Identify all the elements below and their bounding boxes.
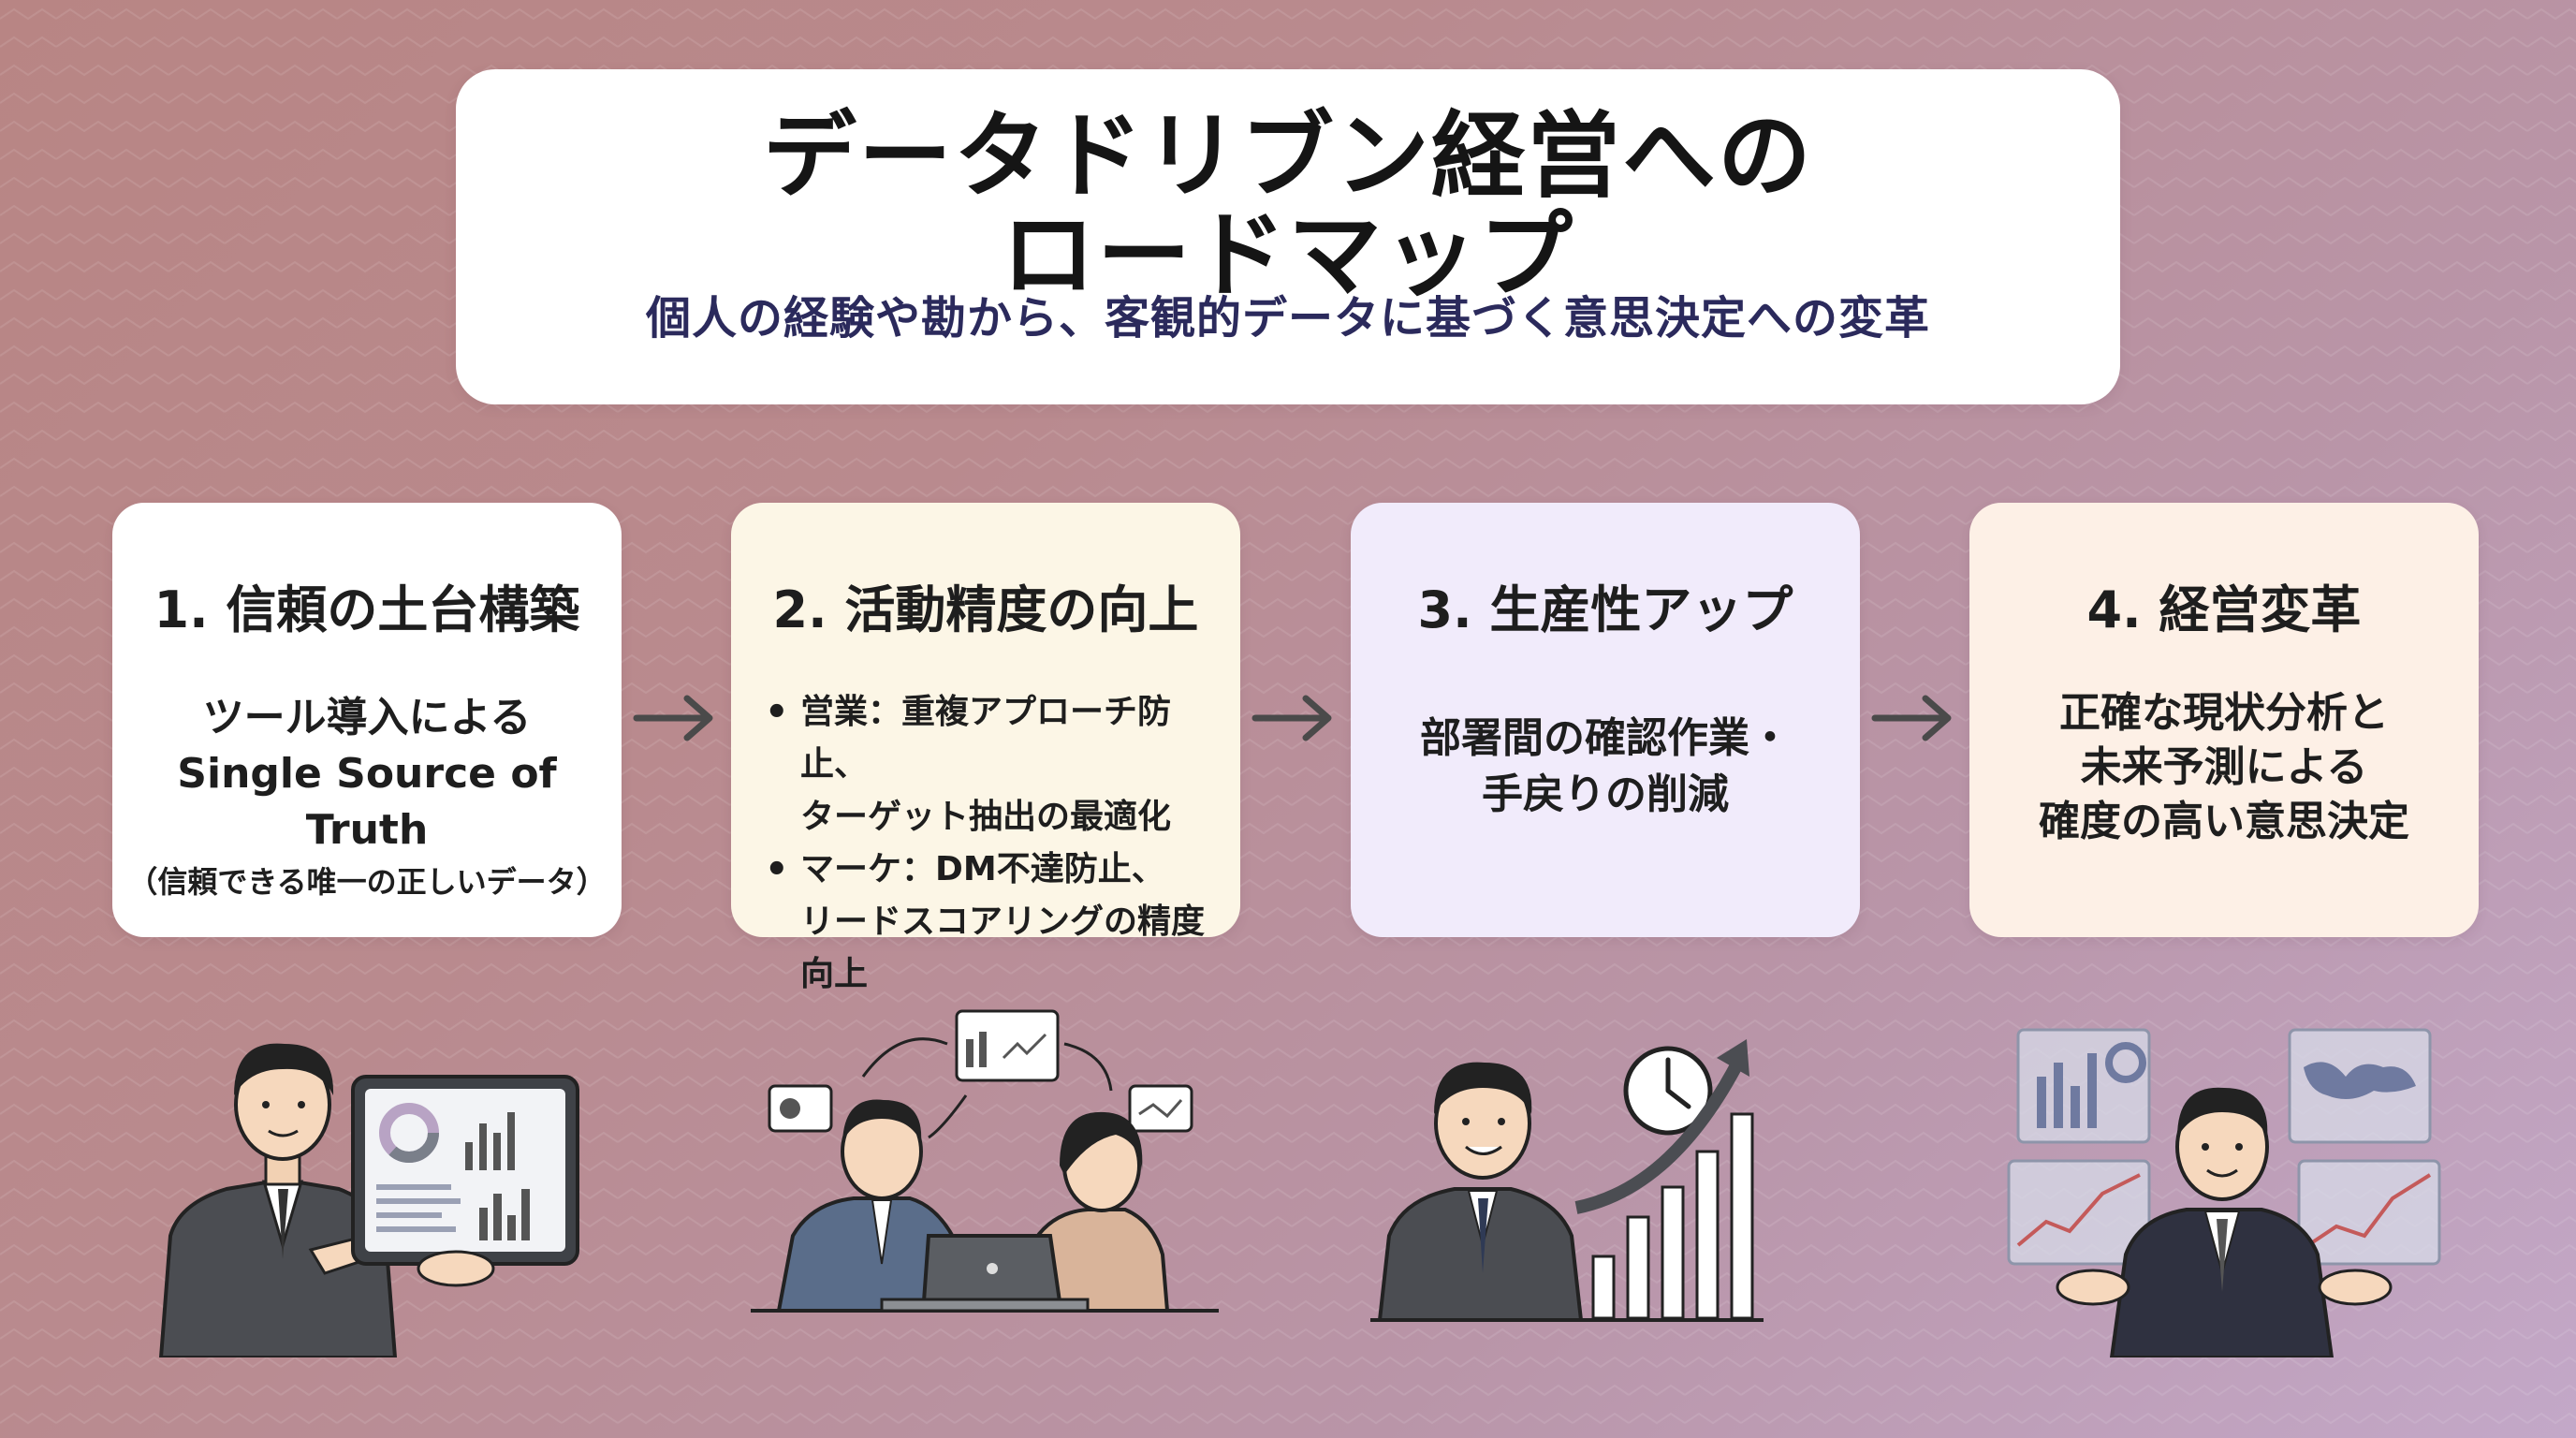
step-card-2: 2. 活動精度の向上 営業：重複アプローチ防止、ターゲット抽出の最適化 マーケ：… [731,503,1240,993]
step-line: 確度の高い意思決定 [2039,798,2409,845]
step-body: 部署間の確認作業・ 手戻りの削減 [1351,711,1860,823]
step-line: Single Source of Truth [177,750,557,854]
step-title: 1. 信頼の土台構築 [154,580,580,639]
page-title: データドリブン経営への ロードマップ [456,107,2120,305]
step-card-3: 3. 生産性アップ 部署間の確認作業・ 手戻りの削減 [1351,503,1860,937]
step-body: ツール導入による Single Source of Truth （信頼できる唯一… [112,690,622,903]
step-card-1: 1. 信頼の土台構築 ツール導入による Single Source of Tru… [112,503,622,937]
businessman-tablet-illustration [158,1043,579,1357]
step-title: 2. 活動精度の向上 [772,580,1199,639]
step-line: （信頼できる唯一の正しいデータ） [127,864,607,900]
step-line: ツール導入による [202,694,532,741]
right-arrow-icon [633,695,713,741]
businessman-hologram-dashboard-illustration [2007,1028,2441,1357]
step-line: 未来予測による [2080,743,2368,791]
bullet-item: 営業：重複アプローチ防止、ターゲット抽出の最適化 [765,686,1233,844]
page-title-line2: ロードマップ [1002,200,1574,310]
step-body: 正確な現状分析と 未来予測による 確度の高い意思決定 [1969,686,2479,849]
businessman-clock-growth-illustration [1370,1039,1764,1322]
team-laptop-illustration [751,1009,1219,1313]
step-title: 3. 生産性アップ [1417,580,1793,639]
step-line: 部署間の確認作業・ [1420,714,1791,762]
step-bullet-list: 営業：重複アプローチ防止、ターゲット抽出の最適化 マーケ：DM不達防止、リードス… [765,686,1233,1001]
right-arrow-icon [1251,695,1332,741]
step-line: 手戻りの削減 [1482,770,1729,818]
step-card-4: 4. 経営変革 正確な現状分析と 未来予測による 確度の高い意思決定 [1969,503,2479,937]
step-title: 4. 経営変革 [2086,580,2362,639]
right-arrow-icon [1871,695,1952,741]
title-card: データドリブン経営への ロードマップ 個人の経験や勘から、客観的データに基づく意… [456,69,2120,404]
bullet-item: マーケ：DM不達防止、リードスコアリングの精度向上 [765,844,1233,1001]
step-line: 正確な現状分析と [2059,689,2389,737]
page-title-line1: データドリブン経営への [763,101,1813,211]
page-subtitle: 個人の経験や勘から、客観的データに基づく意思決定への変革 [645,292,1930,345]
